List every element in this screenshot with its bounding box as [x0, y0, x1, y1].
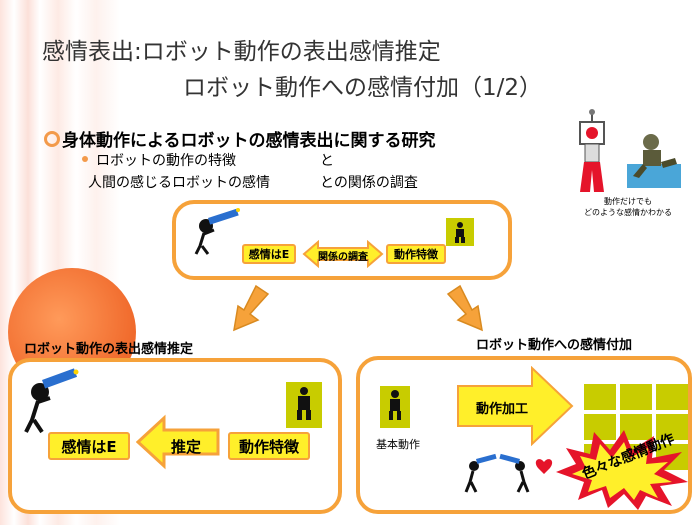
motion-feature-tag: 動作特徴: [228, 432, 310, 460]
left-section-label: ロボット動作の表出感情推定: [24, 342, 194, 357]
robot-grid-cell: [656, 414, 688, 440]
robot-grid-cell: [584, 384, 616, 410]
bullet-ring-icon: [44, 131, 60, 147]
estimated-emotion-tag: 感情はE: [48, 432, 130, 460]
robot-grid-cell: [584, 414, 616, 440]
robot-tile-icon: [446, 218, 474, 246]
slide-title-line2: ロボット動作への感情付加（1/2）: [183, 75, 543, 101]
bullet-dot-icon: [82, 156, 88, 162]
double-arrow-icon: [302, 240, 384, 268]
sub-bullet-emotion: 人間の感じるロボットの感情: [88, 175, 270, 191]
research-heading: 身体動作によるロボットの感情表出に関する研究: [62, 131, 436, 151]
relation-label: 関係の調査: [318, 252, 368, 263]
robot-grid-cell: [620, 384, 652, 410]
observers-heart-icon: [464, 453, 553, 493]
basic-motion-label: 基本動作: [376, 438, 420, 451]
processing-arrow-icon: [457, 366, 574, 446]
sitting-robot-icon: [627, 134, 681, 188]
right-section-label: ロボット動作への感情付加: [476, 338, 633, 353]
caption-line2: どのような感情かわかる: [584, 208, 672, 217]
processing-label: 動作加工: [475, 402, 528, 417]
emotion-burst-icon: [556, 430, 688, 510]
humanoid-robot-icon: [579, 109, 605, 192]
sub-bullet-features: ロボットの動作の特徴: [96, 153, 236, 169]
observer-figure-large-icon: [24, 368, 79, 434]
robot-grid-cell: [656, 384, 688, 410]
emotion-tag: 感情はE: [242, 244, 296, 264]
estimate-arrow-icon: [136, 414, 220, 470]
arrow-down-left-icon: [233, 284, 270, 332]
sub-bullet-and: と: [320, 153, 334, 169]
arrow-down-right-icon: [446, 284, 483, 332]
estimate-label: 推定: [170, 438, 201, 456]
caption-line1: 動作だけでも: [604, 197, 652, 206]
sub-bullet-relation: との関係の調査: [320, 175, 418, 191]
slide-title-line1: 感情表出:ロボット動作の表出感情推定: [42, 39, 441, 65]
observer-figure-icon: [194, 208, 240, 255]
basic-robot-icon: [380, 386, 410, 428]
feature-tag: 動作特徴: [386, 244, 446, 264]
robot-tile-large-icon: [286, 382, 322, 428]
